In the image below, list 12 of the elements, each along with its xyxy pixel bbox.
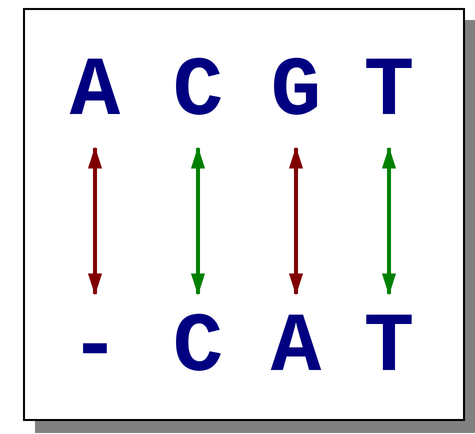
sequence-letter: G bbox=[270, 51, 322, 135]
sequence-letter: C bbox=[172, 51, 224, 135]
sequence-letter: C bbox=[172, 307, 224, 391]
double-arrow bbox=[190, 146, 206, 296]
sequence-letter: - bbox=[70, 307, 120, 391]
sequence-letter: T bbox=[364, 307, 414, 391]
sequence-letter: A bbox=[70, 51, 120, 135]
sequence-letter: A bbox=[270, 307, 322, 391]
sequence-letter: T bbox=[364, 51, 414, 135]
double-arrow bbox=[288, 146, 304, 296]
double-arrow bbox=[88, 146, 102, 296]
double-arrow bbox=[382, 146, 396, 296]
